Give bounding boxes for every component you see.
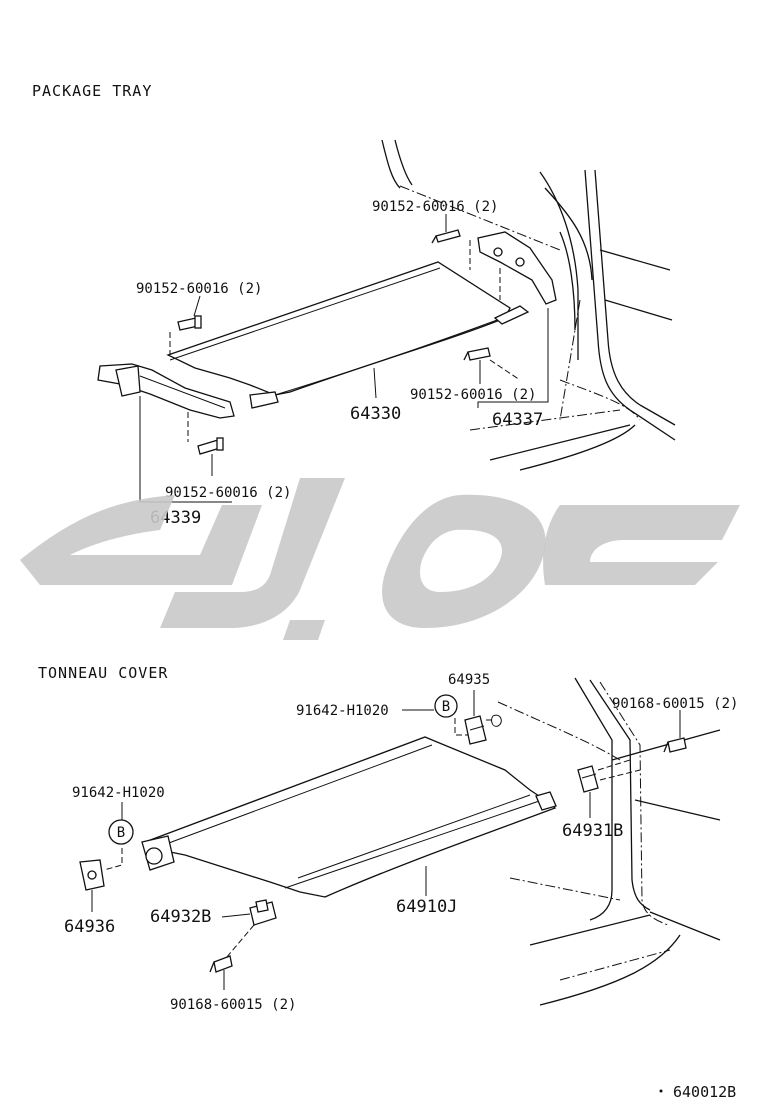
bracket-right-64931B bbox=[577, 765, 599, 793]
tonneau-body-outline bbox=[497, 677, 721, 1006]
bolt-bottom-left-icon bbox=[197, 437, 224, 455]
label-tray-board: 64330 bbox=[350, 404, 401, 424]
label-bolt-top-right: 90152-60016 (2) bbox=[372, 199, 498, 215]
label-bracket-right-64931B: 64931B bbox=[562, 821, 623, 841]
screw-top-right-icon bbox=[663, 737, 687, 753]
clip-left-guide bbox=[103, 848, 123, 871]
package-tray-board bbox=[166, 261, 530, 409]
package-tray-bracket-left bbox=[97, 363, 235, 419]
marker-b-top-letter: B bbox=[442, 699, 450, 715]
holder-mid-64932B bbox=[249, 899, 277, 926]
bolt-top-right-icon bbox=[431, 229, 461, 244]
label-bolt-top-left: 90152-60016 (2) bbox=[136, 281, 262, 297]
bolt-top-left-icon bbox=[177, 315, 202, 331]
code-dot bbox=[659, 1089, 663, 1093]
marker-b-top: B bbox=[434, 694, 458, 718]
bolt-mid-right-guide bbox=[489, 359, 521, 381]
label-clip-top: 91642-H1020 bbox=[296, 703, 389, 719]
marker-b-left-letter: B bbox=[117, 825, 125, 841]
holder-mid-guide bbox=[225, 924, 255, 959]
label-holder-right: 64935 bbox=[448, 672, 490, 688]
label-holder-left: 64936 bbox=[64, 917, 115, 937]
package-tray-bolts bbox=[169, 229, 521, 455]
screw-bottom-icon bbox=[209, 955, 233, 973]
package-tray-bracket-right bbox=[469, 231, 557, 305]
section-title-package-tray: PACKAGE TRAY bbox=[32, 82, 152, 100]
holder-right-64935 bbox=[464, 715, 487, 745]
label-screw-bottom: 90168-60015 (2) bbox=[170, 997, 296, 1013]
label-clip-left: 91642-H1020 bbox=[72, 785, 165, 801]
watermark-logo bbox=[20, 478, 740, 640]
bracket-right-guide bbox=[599, 769, 641, 781]
clip-top-guide bbox=[454, 718, 468, 736]
section-title-tonneau-cover: TONNEAU COVER bbox=[38, 664, 168, 682]
label-bolt-mid-right: 90152-60016 (2) bbox=[410, 387, 536, 403]
label-screw-top-right: 90168-60015 (2) bbox=[612, 696, 738, 712]
package-tray-body-outline bbox=[381, 139, 676, 471]
label-bracket-right: 64337 bbox=[492, 410, 543, 430]
tonneau-cover-roller bbox=[141, 736, 557, 898]
label-bolt-bottom-left: 90152-60016 (2) bbox=[165, 485, 291, 501]
label-holder-mid: 64932B bbox=[150, 907, 211, 927]
label-cover: 64910J bbox=[396, 897, 457, 917]
bolt-mid-right-icon bbox=[463, 347, 491, 361]
clip-ring-icon bbox=[486, 714, 502, 727]
marker-b-left: B bbox=[108, 819, 134, 845]
drawing-code: 640012B bbox=[673, 1083, 736, 1101]
holder-left-64936 bbox=[79, 859, 105, 891]
